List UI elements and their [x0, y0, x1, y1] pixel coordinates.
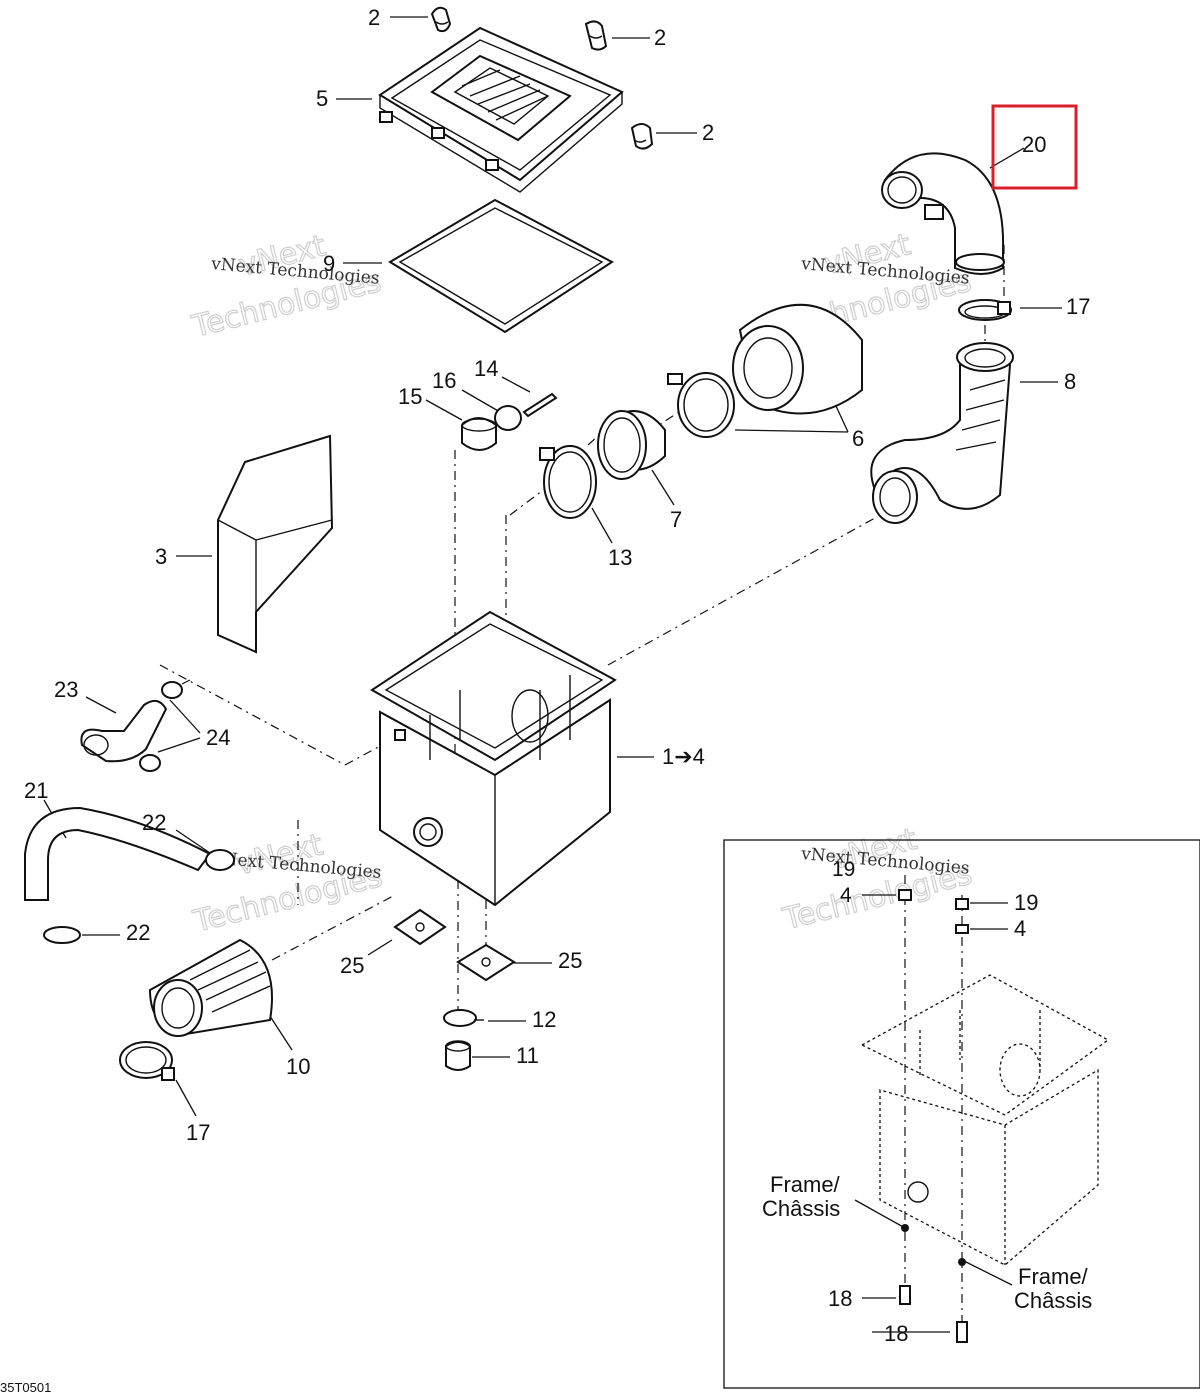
clamp-part-17-top — [958, 299, 1012, 321]
cap-part-16 — [494, 405, 522, 431]
callout-14: 14 — [474, 356, 498, 381]
callout-18-inset-right: 18 — [884, 1321, 908, 1346]
frame-label-right-line1: Frame/ — [1018, 1264, 1089, 1289]
air-filter-part-6 — [667, 303, 863, 438]
clamp-part-22-lower — [43, 926, 81, 944]
hose-part-21 — [24, 806, 212, 901]
callout-17-bottom: 17 — [186, 1120, 210, 1145]
plug-part-15 — [461, 417, 497, 451]
clip-part-2c — [630, 123, 654, 150]
air-intake-elbow-part-20 — [881, 152, 1005, 275]
frame-label-left-line1: Frame/ — [770, 1172, 841, 1197]
pin-part-14 — [522, 392, 558, 418]
airbox-cover-part-5 — [378, 26, 624, 193]
callout-22-lower: 22 — [126, 920, 150, 945]
callout-19-inset-left: 19 — [832, 858, 855, 881]
clamp-part-13 — [539, 445, 597, 519]
pad-part-25-right — [456, 943, 516, 982]
callout-2c: 2 — [702, 120, 714, 145]
callout-2a: 2 — [368, 5, 380, 30]
pad-part-25-left — [393, 908, 447, 946]
duct-part-10 — [148, 938, 273, 1037]
callout-25-left: 25 — [340, 953, 364, 978]
callout-13: 13 — [608, 545, 632, 570]
callout-10: 10 — [286, 1054, 310, 1079]
callout-3: 3 — [155, 544, 167, 569]
panel-part-3 — [217, 434, 334, 654]
coupler-part-7 — [597, 410, 666, 480]
plug-part-11 — [445, 1040, 471, 1071]
callout-16: 16 — [432, 368, 456, 393]
callout-2b: 2 — [654, 25, 666, 50]
callout-9: 9 — [323, 251, 335, 276]
callout-8: 8 — [1064, 369, 1076, 394]
callout-18-inset-left: 18 — [828, 1286, 852, 1311]
callout-4-inset-right: 4 — [1014, 916, 1026, 941]
airbox-housing-part-1-4 — [370, 610, 617, 907]
frame-labels: Frame/ Châssis Frame/ Châssis — [762, 1172, 1092, 1313]
highlight-box-part-20 — [991, 104, 1078, 190]
callout-20: 20 — [1022, 132, 1046, 157]
drawing-code: 35T0501 — [0, 1380, 51, 1395]
leader-lines — [43, 16, 1062, 1333]
callout-19-inset-right: 19 — [1014, 890, 1038, 915]
hose-part-23 — [80, 699, 168, 763]
callout-5: 5 — [316, 86, 328, 111]
inset-airbox-outline — [860, 974, 1110, 1266]
callout-7: 7 — [670, 507, 682, 532]
inset-panel — [723, 839, 1200, 1389]
frame-label-left-line2: Châssis — [762, 1196, 840, 1221]
clip-part-2a — [430, 6, 452, 33]
spring-clip-part-12 — [443, 1009, 484, 1027]
callout-17-top: 17 — [1066, 294, 1090, 319]
clamp-part-24-lower — [139, 754, 161, 772]
callout-22-upper: 22 — [142, 810, 166, 835]
callout-23: 23 — [54, 677, 78, 702]
gasket-part-9 — [388, 198, 614, 334]
callout-labels: 2 2 2 5 20 9 17 14 16 15 8 6 7 13 3 23 2… — [24, 5, 1090, 1346]
callout-6: 6 — [852, 426, 864, 451]
callout-4-inset-left: 4 — [840, 884, 852, 907]
callout-15: 15 — [398, 384, 422, 409]
inset-fasteners — [898, 889, 969, 1343]
callout-24: 24 — [206, 725, 230, 750]
callout-11: 11 — [516, 1043, 539, 1068]
clamp-part-24-upper — [161, 681, 183, 699]
callout-1-to-4: 1➔4 — [662, 744, 705, 769]
clamp-part-17-bottom — [119, 1041, 175, 1081]
callout-21: 21 — [24, 778, 48, 803]
clamp-part-22-upper — [205, 849, 235, 871]
callout-25-right: 25 — [558, 948, 582, 973]
clip-part-2b — [584, 20, 608, 51]
frame-label-right-line2: Châssis — [1014, 1288, 1092, 1313]
callout-12: 12 — [532, 1007, 556, 1032]
intake-duct-part-8 — [870, 342, 1014, 524]
